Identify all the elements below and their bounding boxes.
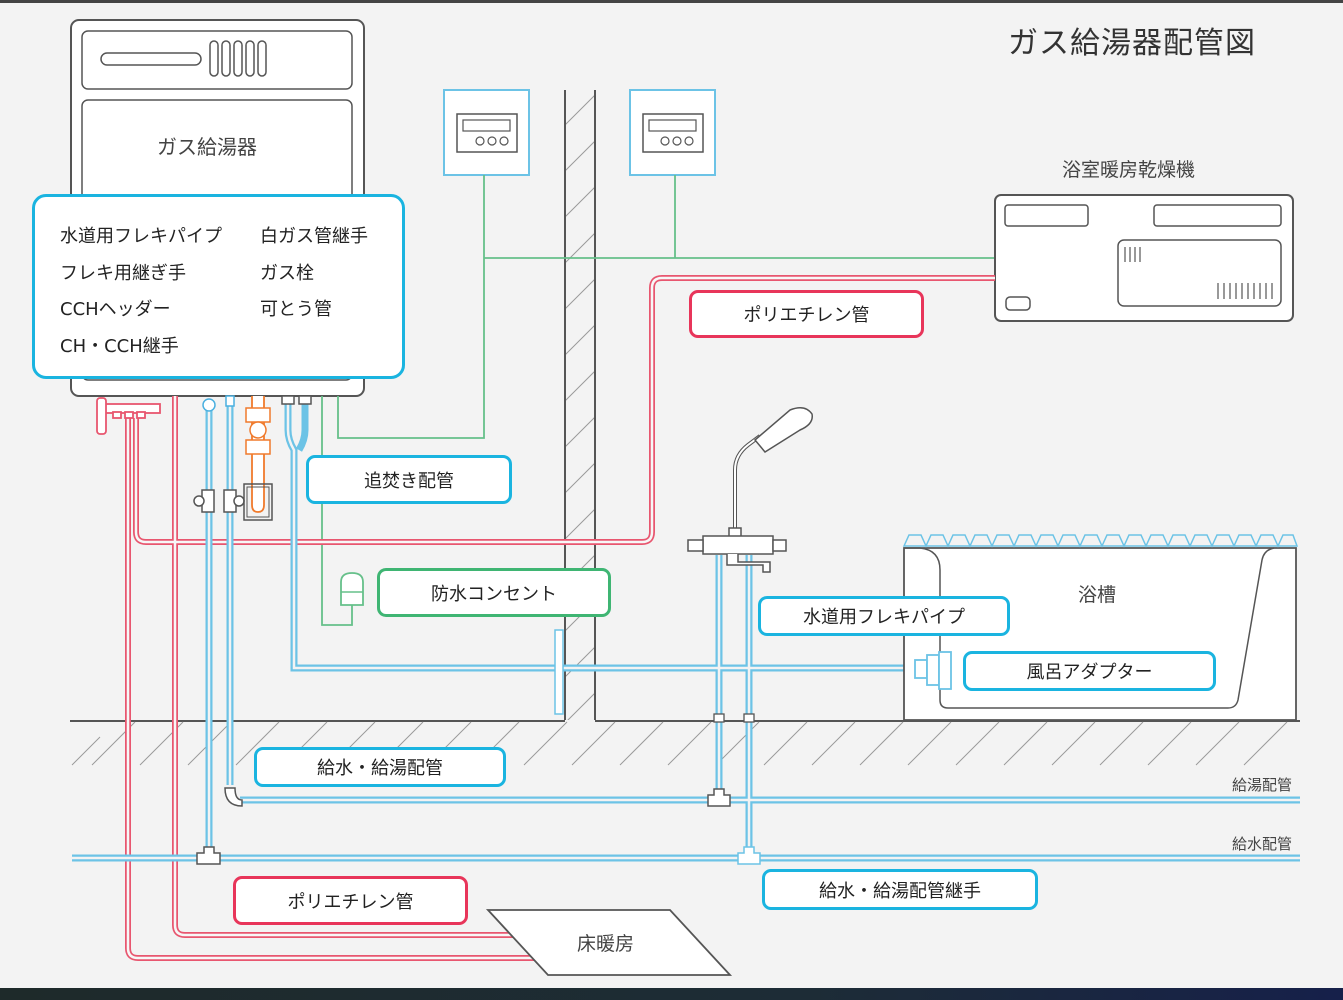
- window-top-border: [0, 0, 1343, 3]
- callout-flexible-pipe: 水道用フレキパイプ: [758, 596, 1010, 636]
- bathroom-heater-dryer-unit: [994, 194, 1294, 322]
- shower-faucet-icon: [687, 407, 813, 573]
- cold-water-pipe-label: 給水配管: [1232, 835, 1293, 853]
- heating-pipes: [125, 275, 995, 961]
- parts-list-right: 白ガス管継手 ガス栓 可とう管: [260, 219, 368, 329]
- taskbar: [0, 988, 1343, 1000]
- wall-sleeve: [554, 629, 564, 715]
- callout-supply-pipe: 給水・給湯配管: [254, 747, 506, 787]
- tee-fitting-icon: [196, 788, 761, 865]
- bathtub-label: 浴槽: [1078, 584, 1117, 606]
- callout-polyethylene-pipe-upper: ポリエチレン管: [689, 290, 924, 338]
- cch-header-icon: [96, 397, 161, 435]
- parts-list-left: 水道用フレキパイプ フレキ用継ぎ手 CCHヘッダー CH・CCH継手: [60, 219, 222, 365]
- callout-polyethylene-pipe-lower: ポリエチレン管: [233, 876, 468, 925]
- parts-list-item: フレキ用継ぎ手: [60, 262, 186, 284]
- callout-bath-adapter: 風呂アダプター: [963, 651, 1216, 691]
- interior-wall: [564, 90, 596, 720]
- water-pipes: [72, 396, 1300, 862]
- gas-pipe: [243, 396, 273, 521]
- parts-list-box: 水道用フレキパイプ フレキ用継ぎ手 CCHヘッダー CH・CCH継手 白ガス管継…: [32, 194, 405, 379]
- water-inlet-fitting-icon: [202, 395, 235, 412]
- reheat-connector-icon: [281, 395, 312, 405]
- floor-heating-label: 床暖房: [577, 933, 635, 955]
- callout-supply-pipe-joint: 給水・給湯配管継手: [762, 869, 1038, 910]
- page-title: ガス給湯器配管図: [1008, 26, 1256, 61]
- elbow-fitting-icon: [224, 787, 243, 807]
- remote-controller-1: [443, 89, 530, 176]
- parts-list-item: CCHヘッダー: [60, 299, 171, 320]
- parts-list-item: 水道用フレキパイプ: [60, 226, 222, 247]
- callout-waterproof-outlet: 防水コンセント: [377, 568, 611, 617]
- bathtub-lid-icon: [902, 534, 1299, 548]
- floor-heating-panel: [485, 909, 733, 976]
- pipe-clip-icon: [713, 713, 755, 723]
- parts-list-item: CH・CCH継手: [60, 335, 179, 357]
- remote-controller-2: [629, 89, 716, 176]
- water-valve-icon: [193, 489, 245, 513]
- bathroom-dryer-label: 浴室暖房乾燥機: [1062, 159, 1196, 181]
- parts-list-item: ガス栓: [260, 262, 314, 284]
- waterproof-outlet-icon: [340, 572, 364, 606]
- water-heater-label: ガス給湯器: [157, 135, 257, 159]
- bath-adapter-icon: [914, 651, 952, 690]
- hot-water-pipe-label: 給湯配管: [1232, 776, 1293, 794]
- parts-list-item: 白ガス管継手: [260, 226, 368, 247]
- parts-list-item: 可とう管: [260, 299, 332, 320]
- callout-reheat-pipe: 追焚き配管: [306, 455, 512, 504]
- electric-wiring: [321, 175, 995, 626]
- vent-slots-icon: [209, 40, 267, 77]
